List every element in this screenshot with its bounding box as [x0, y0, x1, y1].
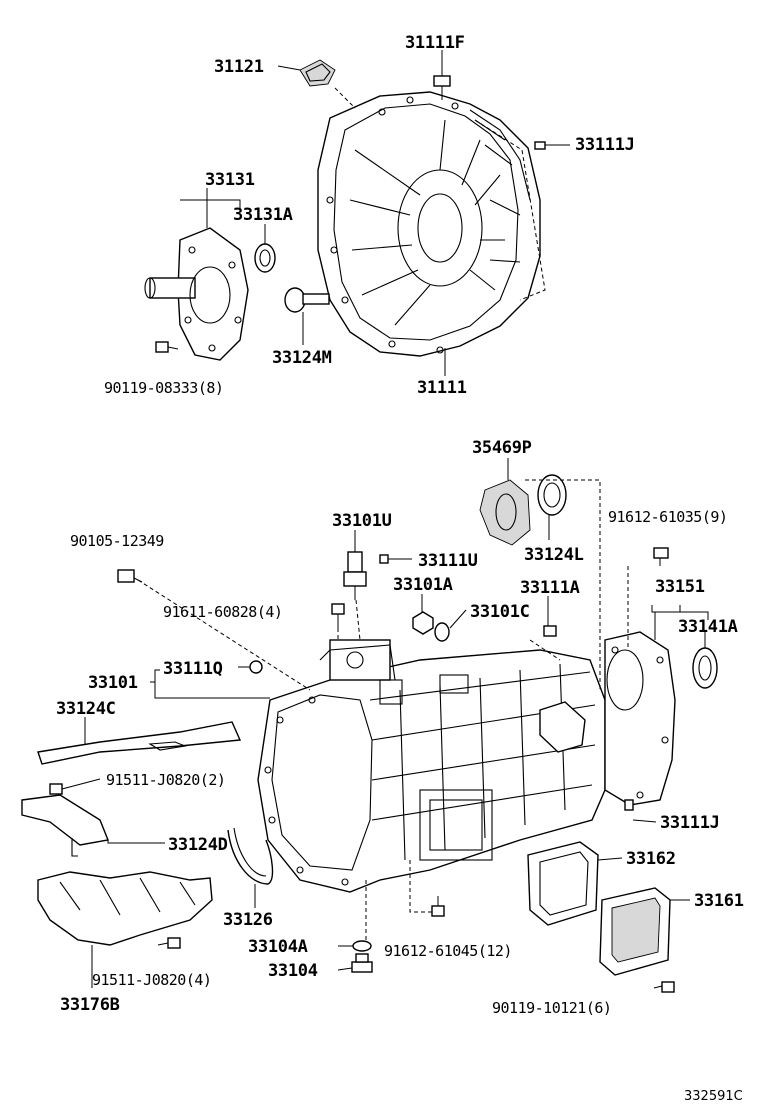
nut-33101A	[412, 611, 434, 635]
fork-pivot-33124M	[284, 287, 330, 313]
label-33104A: 33104A	[248, 937, 308, 957]
bolt-91511-J0820-4	[157, 937, 181, 949]
leader-lines	[61, 50, 709, 988]
bolt-91611-60828	[331, 603, 345, 628]
bolt-91612-61045	[431, 896, 445, 917]
label-91611-60828: 91611-60828(4)	[163, 603, 282, 621]
label-33124M: 33124M	[272, 348, 332, 368]
label-33124C: 33124C	[56, 699, 116, 719]
dashed-alignment-lines	[137, 87, 629, 940]
label-90119-08333: 90119-08333(8)	[104, 379, 223, 397]
washer-33104A	[352, 940, 372, 952]
label-33101: 33101	[88, 673, 138, 693]
label-33162: 33162	[626, 849, 676, 869]
bearing-35469P	[479, 479, 531, 546]
label-35469P: 35469P	[472, 438, 532, 458]
part-labels: 31121 31111F 33111J 33131 33131A 33124M …	[56, 33, 744, 1104]
gasket-33162	[527, 841, 599, 926]
label-91511-J0820-4: 91511-J0820(4)	[92, 971, 211, 989]
label-33151: 33151	[655, 577, 705, 597]
plug-33111A	[543, 625, 557, 637]
oil-seal-33131A	[254, 243, 276, 273]
label-33111J-bottom: 33111J	[660, 813, 720, 833]
plug-33111Q	[249, 660, 263, 674]
clutch-housing-31111	[317, 91, 541, 357]
drain-plug-33104	[351, 953, 373, 973]
oil-seal-33141A	[692, 647, 718, 689]
snap-ring-33126	[227, 827, 274, 885]
bolt-91612-61035	[653, 547, 669, 566]
label-33101U: 33101U	[332, 511, 392, 531]
ring-33124L	[537, 474, 567, 516]
label-33131: 33131	[205, 170, 255, 190]
label-33126: 33126	[223, 910, 273, 930]
transmission-case-33101	[257, 639, 606, 893]
label-90105-12349: 90105-12349	[70, 532, 164, 550]
label-33124D: 33124D	[168, 835, 228, 855]
bearing-retainer-33131	[144, 227, 249, 361]
label-33124L: 33124L	[524, 545, 584, 565]
label-91612-61045: 91612-61045(12)	[384, 942, 512, 960]
label-33131A: 33131A	[233, 205, 293, 225]
reference-code: 332591C	[684, 1089, 743, 1104]
protector-33176B	[37, 871, 213, 946]
plug-33101U	[343, 551, 367, 600]
cover-33124C	[37, 721, 242, 765]
label-33111U: 33111U	[418, 551, 478, 571]
dust-cover-31121	[299, 59, 336, 87]
label-31121: 31121	[214, 57, 264, 77]
label-33111Q: 33111Q	[163, 659, 223, 679]
cover-33161	[599, 887, 671, 976]
label-33111A: 33111A	[520, 578, 580, 598]
label-31111F: 31111F	[405, 33, 465, 53]
label-33111J-top: 33111J	[575, 135, 635, 155]
bracket-33124D	[21, 794, 109, 857]
bolt-90119-10121	[653, 981, 675, 993]
label-91511-J0820-2: 91511-J0820(2)	[106, 771, 225, 789]
label-33101A: 33101A	[393, 575, 453, 595]
label-90119-10121: 90119-10121(6)	[492, 999, 611, 1017]
plug-33111U	[379, 554, 389, 564]
washer-33101C	[434, 622, 450, 642]
label-33176B: 33176B	[60, 995, 120, 1015]
pin-33111J-bottom	[624, 799, 634, 811]
label-91612-61035: 91612-61035(9)	[608, 508, 727, 526]
label-33101C: 33101C	[470, 602, 530, 622]
label-33141A: 33141A	[678, 617, 738, 637]
bolt-90119-08333	[155, 341, 179, 353]
label-31111: 31111	[417, 378, 467, 398]
bolt-91511-J0820-2	[49, 783, 63, 795]
label-33161: 33161	[694, 891, 744, 911]
label-33104: 33104	[268, 961, 318, 981]
pin-33111J-top	[534, 141, 546, 150]
extension-housing-33151	[604, 631, 676, 806]
